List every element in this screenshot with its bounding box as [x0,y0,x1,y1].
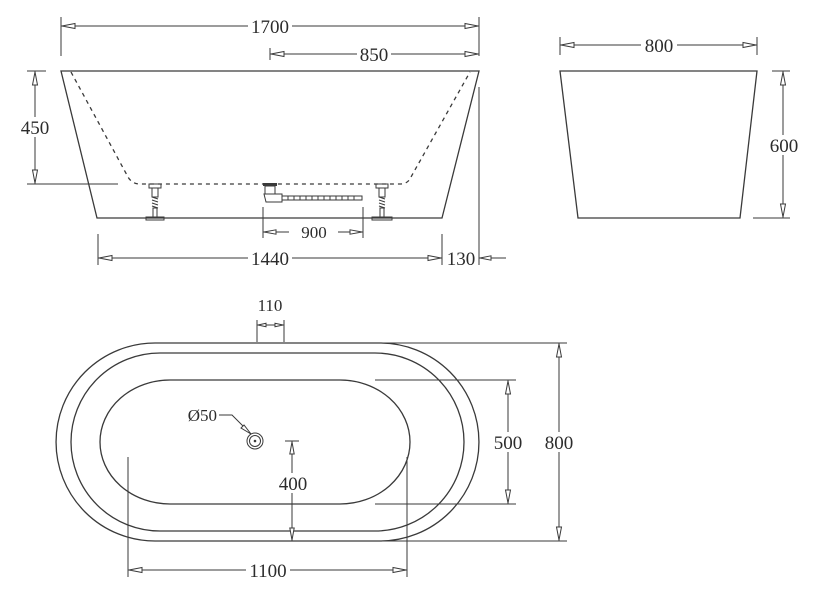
dimension-label-850: 850 [360,45,389,66]
drain-assembly [263,183,363,203]
dimension-label-500: 500 [494,433,523,454]
dimension-end-width: 800 [559,35,758,57]
dimension-label-d50: Ø50 [188,406,217,425]
dimension-overflow-width: 110 [256,296,285,342]
dimension-drain-offset: 400 [276,440,310,541]
dimension-label-400: 400 [279,474,308,495]
plan-view-outer-rim [55,342,480,542]
side-view-inner-basin-hidden-line [70,71,471,185]
dimension-inner-depth: 450 [18,70,118,185]
dimension-end-height: 600 [753,70,802,219]
dimension-drain-diameter: Ø50 [188,406,252,435]
dimension-label-1700: 1700 [251,17,289,38]
dimension-label-130: 130 [447,249,476,270]
dimension-label-end-800: 800 [645,36,674,57]
tub-leg-right [371,183,393,221]
end-view-tub-outline [559,70,758,219]
dimension-label-1440: 1440 [251,249,289,270]
drain-hole-icon [246,432,264,450]
end-view: 800 600 [559,35,802,219]
plan-view-inner-rim [70,352,465,532]
plan-view-basin [99,379,411,505]
dimension-flare-offset: 130 [447,87,506,270]
dimension-basin-width: 500 [375,379,525,505]
dimension-drain-to-leg: 900 [262,207,364,242]
dimension-label-900: 900 [301,223,327,242]
dimension-label-1100: 1100 [249,561,286,582]
dimension-label-450: 450 [21,118,50,139]
dimension-plan-width: 800 [372,342,576,542]
dimension-half-length: 850 [269,44,479,66]
dimension-label-110: 110 [258,296,283,315]
side-view-tub-outline [60,70,480,219]
side-view: 1700 850 450 90 [18,15,506,270]
tub-leg-left [145,183,165,221]
dimension-overall-length: 1700 [60,15,480,56]
dimension-label-plan-800: 800 [545,433,574,454]
plan-view: Ø50 400 110 500 [55,296,576,582]
dimension-base-length: 1440 [97,234,443,270]
dimension-basin-length: 1100 [127,457,408,582]
dimension-label-600: 600 [770,136,799,157]
